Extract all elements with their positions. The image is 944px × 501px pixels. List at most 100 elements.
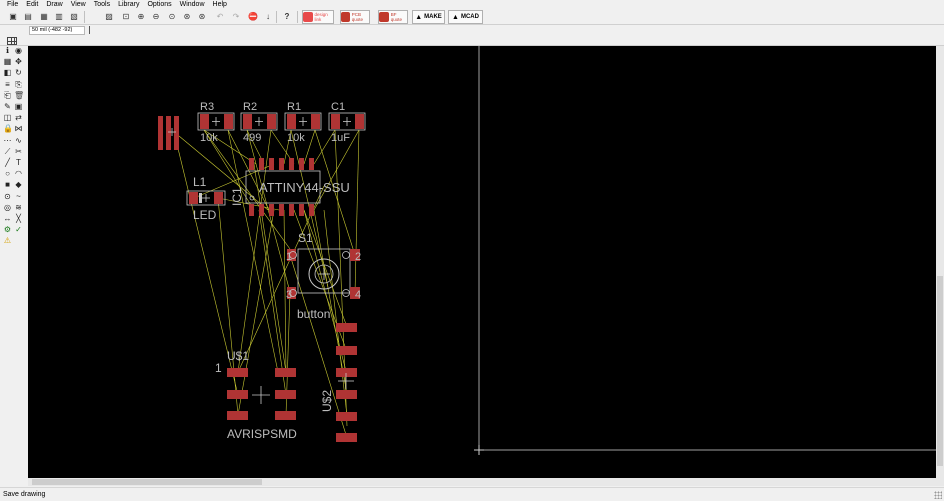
dimension-icon[interactable]: ↔ (3, 214, 12, 223)
board-canvas[interactable]: R3 10k R2 499 R1 10k (28, 46, 944, 478)
menu-draw[interactable]: Draw (46, 1, 63, 8)
menu-options[interactable]: Options (147, 1, 172, 8)
value-ic1: ATTINY44-SSU (259, 180, 350, 195)
pad (350, 287, 360, 299)
bom-quote-button[interactable]: BF quote (378, 10, 408, 24)
rotate-icon[interactable]: ↻ (15, 68, 22, 78)
zoom-fit-icon[interactable]: ⊡ (122, 12, 130, 21)
go-icon[interactable]: ↓ (266, 12, 270, 21)
actuator (314, 264, 334, 284)
menu-edit[interactable]: Edit (26, 1, 39, 8)
show-icon[interactable]: ◉ (15, 46, 22, 55)
pad (289, 204, 294, 216)
command-line-input[interactable] (89, 26, 90, 34)
open-icon[interactable]: ▣ (9, 12, 17, 21)
horizontal-scrollbar[interactable] (28, 478, 944, 486)
mirror-icon[interactable]: ◧ (3, 68, 12, 78)
optimize-icon[interactable]: ⋯ (3, 135, 12, 145)
main-toolbar: ▣ ▤ ▦ ▥ ▧ ▨ ⊡ ⊕ ⊖ ⊙ ⊛ ⊛ ↶ ↷ ⛔ ↓ ? design… (0, 9, 944, 25)
footprint-r1: R1 10k (284, 101, 322, 144)
cam-icon[interactable]: ▥ (55, 12, 63, 21)
split-icon[interactable]: ⋈ (14, 124, 23, 134)
footprint-u1: U$1 1 AVRISPSMD (215, 349, 297, 441)
layer-icon[interactable]: ▦ (3, 57, 12, 67)
label-ic1: IC1 (230, 187, 244, 206)
resize-grip-icon[interactable] (934, 491, 942, 499)
move-icon[interactable]: ✥ (15, 57, 22, 67)
attribute-icon[interactable]: ≋ (15, 202, 22, 212)
stop-icon[interactable]: ⛔ (248, 12, 258, 21)
ripup-icon[interactable]: ✂ (15, 146, 22, 156)
text-icon[interactable]: T (16, 158, 21, 167)
airwire (313, 129, 360, 211)
u1-pin-1-label: 1 (215, 361, 222, 375)
hole-icon[interactable]: ◎ (4, 202, 11, 212)
align-icon[interactable]: ≡ (5, 79, 10, 89)
wrench-icon[interactable]: ✎ (4, 102, 11, 111)
signal-icon[interactable]: ~ (16, 191, 21, 201)
mcad-label: MCAD (460, 14, 479, 20)
paste-icon[interactable]: ⎗ (4, 90, 11, 100)
group-icon[interactable]: ▣ (14, 102, 23, 111)
schematic-icon[interactable]: ▨ (105, 12, 113, 21)
drc-icon[interactable]: ✓ (15, 225, 22, 235)
erc-icon[interactable]: ⚠ (3, 236, 12, 246)
print-icon[interactable]: ▦ (40, 12, 48, 21)
parameter-toolbar (0, 36, 944, 46)
zoom-area-icon[interactable]: ⊛ (198, 12, 206, 21)
delete-icon[interactable]: 🗑 (14, 90, 25, 100)
mcad-button[interactable]: ▲ MCAD (448, 10, 483, 24)
arc-icon[interactable]: ◠ (15, 169, 22, 179)
pcb-quote-button[interactable]: PCB quote (340, 10, 370, 24)
zoom-in-icon[interactable]: ⊕ (137, 12, 145, 21)
horizontal-scroll-thumb[interactable] (32, 479, 262, 485)
menu-help[interactable]: Help (212, 1, 227, 8)
change-icon[interactable]: ◫ (3, 113, 12, 123)
zoom-out-icon[interactable]: ⊖ (152, 12, 160, 21)
meander-icon[interactable]: ∿ (15, 135, 22, 145)
element14-link-button[interactable]: design link (302, 10, 334, 24)
autoroute-icon[interactable]: ⚙ (3, 225, 12, 235)
value-l1: LED (193, 208, 217, 222)
s1-pin-2-label: 2 (355, 251, 361, 263)
zoom-redraw-icon[interactable]: ⊙ (168, 12, 176, 21)
airwire (323, 209, 348, 417)
via-icon[interactable]: ⊙ (4, 191, 11, 201)
wire-icon[interactable]: ╱ (5, 158, 10, 167)
grid-icon[interactable] (7, 37, 17, 45)
redo-icon[interactable]: ↷ (232, 12, 240, 21)
replace-icon[interactable]: ⇄ (15, 113, 22, 123)
silk-outline (328, 112, 366, 131)
lock-icon[interactable]: 🔒 (3, 124, 13, 134)
board-icon[interactable]: ▧ (70, 12, 78, 21)
pad (289, 158, 294, 170)
left-connector-footprint (158, 116, 179, 150)
menu-tools[interactable]: Tools (93, 1, 111, 8)
circle-icon[interactable]: ○ (5, 169, 10, 179)
vertical-scroll-thumb[interactable] (937, 276, 943, 466)
save-icon[interactable]: ▤ (24, 12, 32, 21)
label-l1: L1 (193, 175, 207, 189)
info-icon[interactable]: ℹ (5, 46, 10, 55)
make-button[interactable]: ▲ MAKE (412, 10, 445, 24)
pad (275, 411, 296, 420)
ratsnest-icon[interactable]: ╳ (16, 214, 21, 223)
menu-view[interactable]: View (70, 1, 86, 8)
route-icon[interactable]: ⟋ (4, 146, 11, 156)
polygon-icon[interactable]: ◆ (15, 180, 22, 190)
rect-icon[interactable]: ■ (5, 180, 10, 190)
undo-icon[interactable]: ↶ (216, 12, 224, 21)
airwire (258, 209, 287, 396)
zoom-select-icon[interactable]: ⊛ (183, 12, 191, 21)
vertical-scrollbar[interactable] (936, 46, 944, 478)
airwire (289, 254, 348, 439)
menu-window[interactable]: Window (179, 1, 205, 8)
menu-file[interactable]: File (7, 1, 19, 8)
menu-library[interactable]: Library (118, 1, 140, 8)
help-icon[interactable]: ? (284, 12, 290, 21)
copy-icon[interactable]: ⎘ (15, 79, 22, 89)
airwire (246, 129, 291, 293)
board-drawing[interactable]: R3 10k R2 499 R1 10k (28, 46, 944, 478)
bom-quote-logo-icon (379, 12, 389, 22)
pad (224, 114, 233, 129)
